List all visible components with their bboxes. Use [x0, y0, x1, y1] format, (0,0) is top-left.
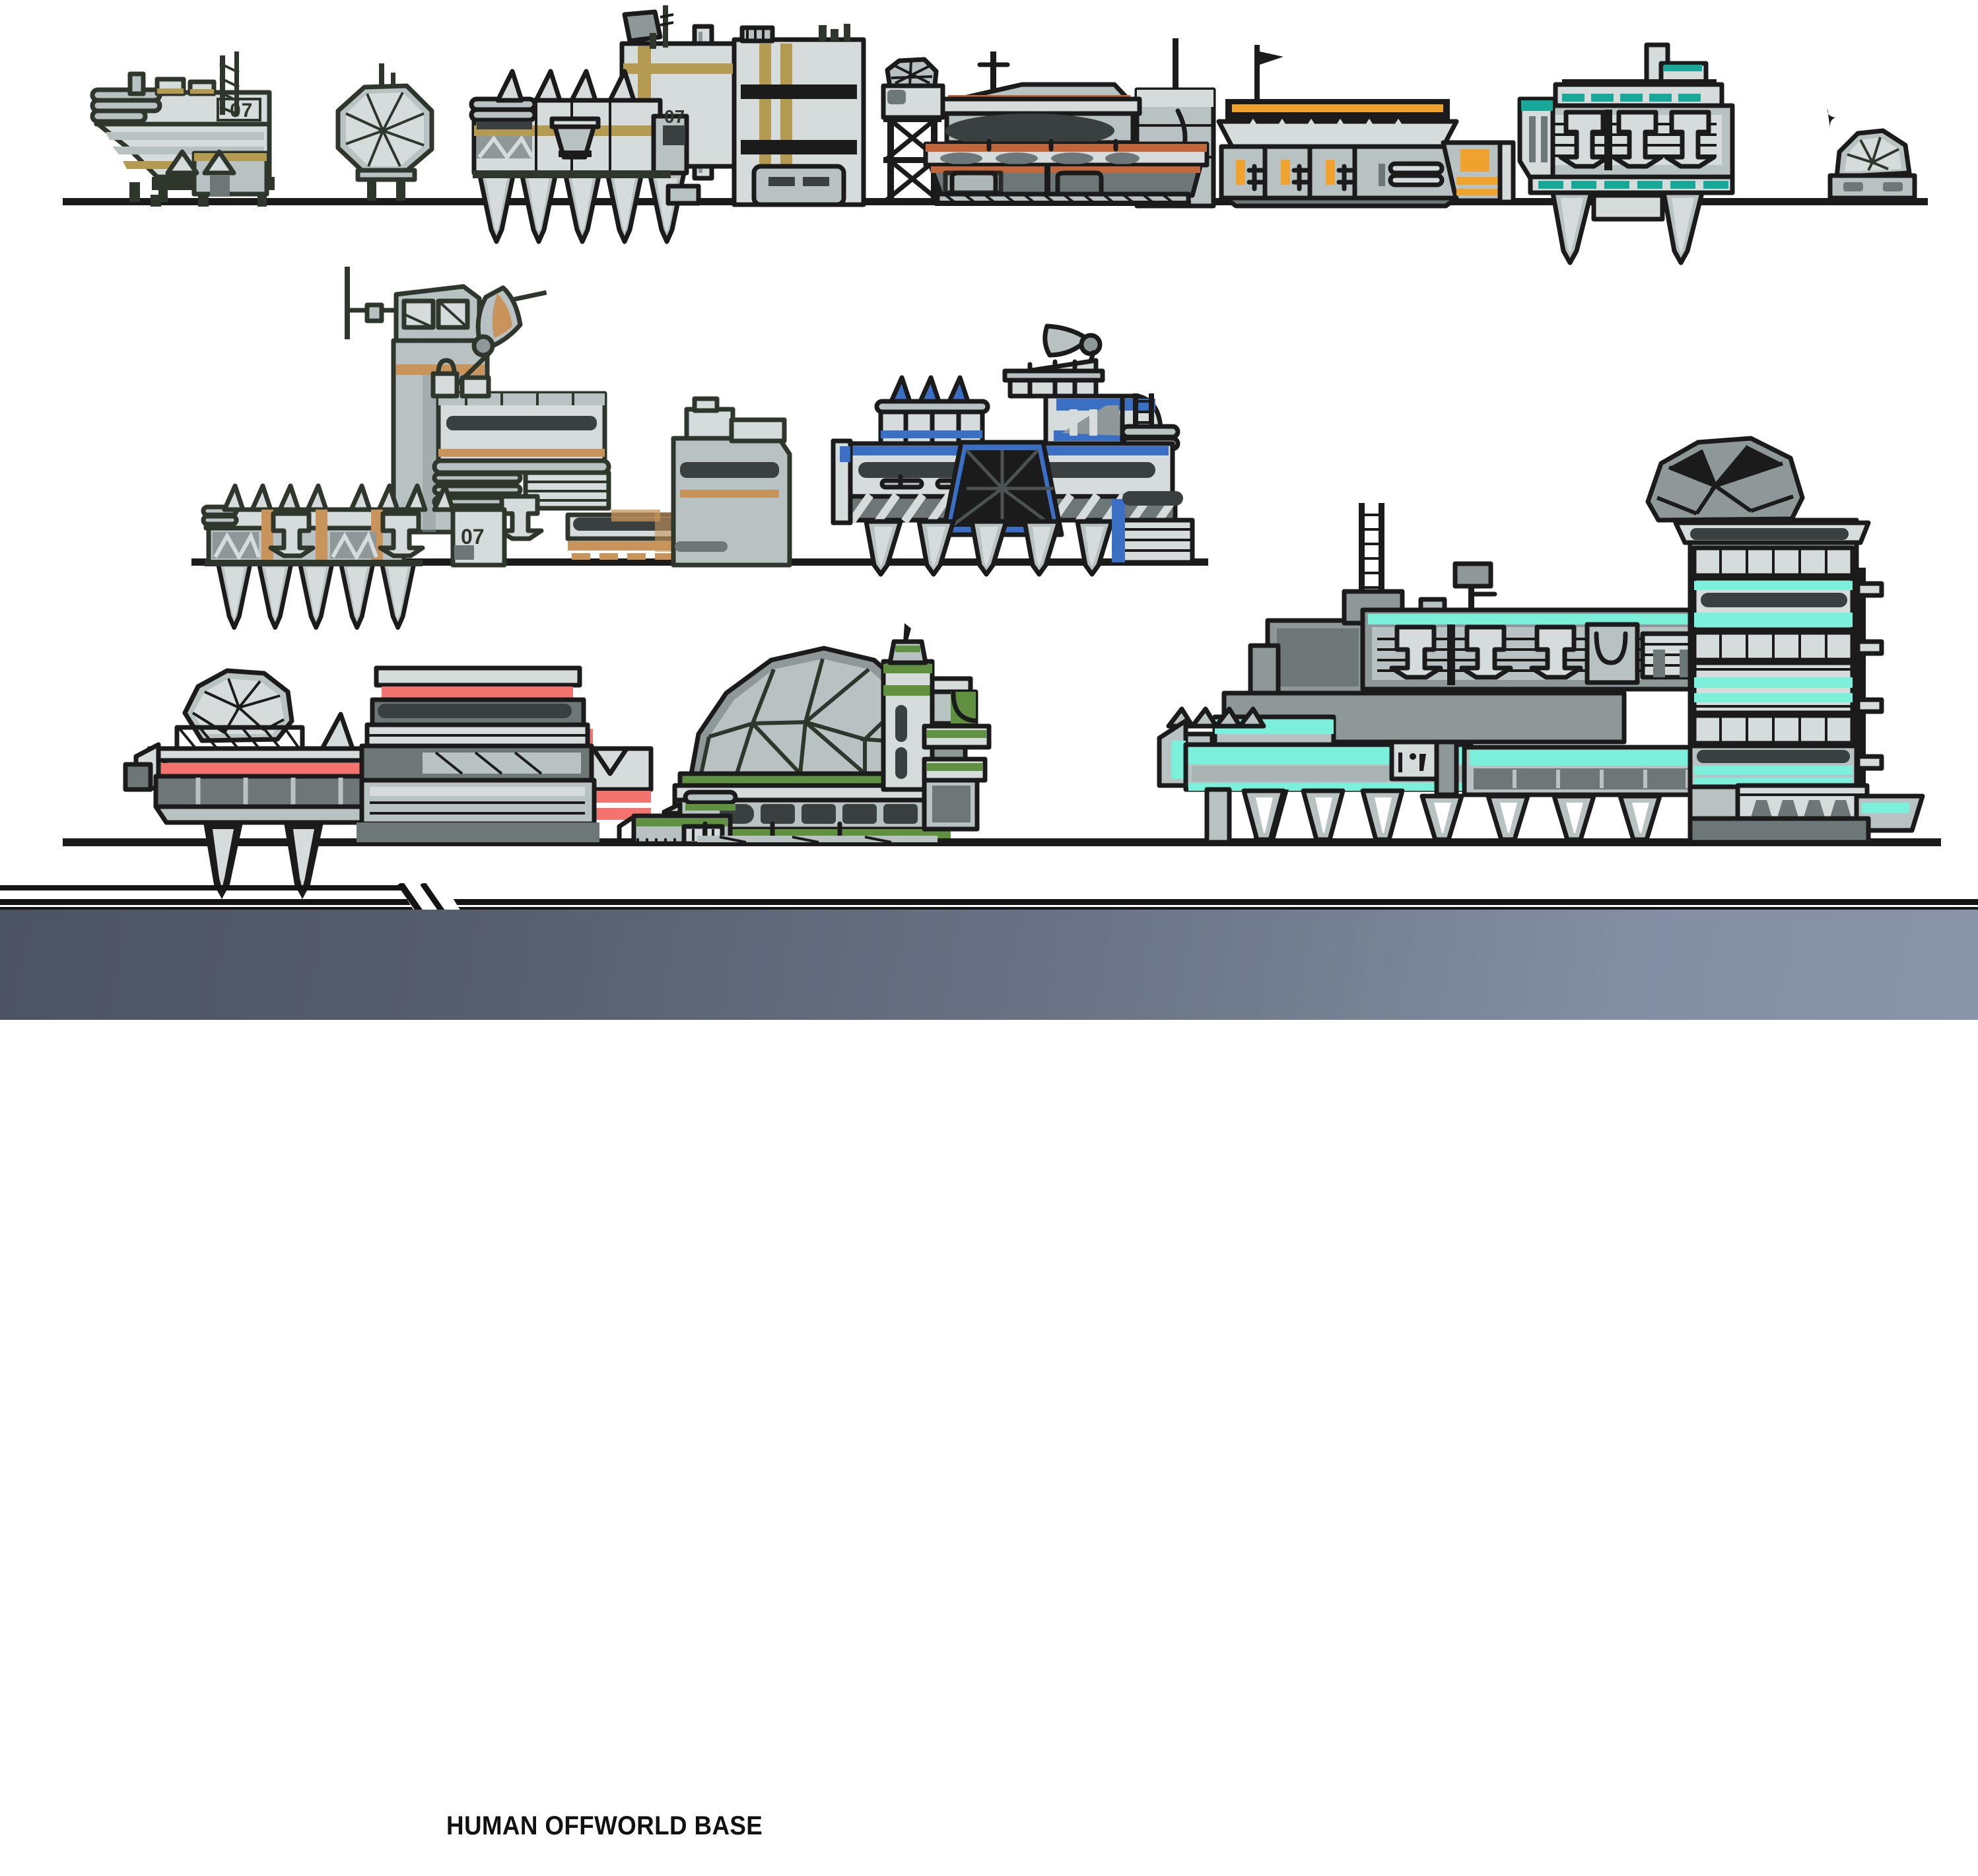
- project-title-plate: PROJECT ELDRIDGE: [100, 1828, 424, 1876]
- row-2-group: 07: [191, 267, 1208, 628]
- svg-text:07: 07: [230, 100, 253, 121]
- footer-rule-secondary: [0, 907, 1978, 910]
- structure-industrial-processing-block: 07: [469, 5, 866, 242]
- structure-command-deck-module: [923, 38, 1216, 209]
- structure-geodesic-sphere-pod: [335, 63, 434, 201]
- footer-bar: PROJECT ELDRIDGE HUMAN OFFWORLD BASE: [0, 910, 1978, 1875]
- structure-main-colony-megastructure: [1157, 436, 1925, 845]
- structure-landing-pad-module: 07: [90, 51, 275, 207]
- structure-hangar-bay-module: [1216, 45, 1516, 209]
- project-title-text: PROJECT ELDRIDGE: [120, 1837, 362, 1867]
- row-3-group: [63, 436, 1941, 899]
- structure-dome-launch-platform: [123, 665, 654, 899]
- structure-solar-array-research-complex: [831, 323, 1195, 577]
- structure-dome-shelter-hut: [1827, 108, 1917, 201]
- concept-art-sheet: .ol{stroke:#1b1b1b;stroke-width:7;stroke…: [0, 5, 1978, 1875]
- footer-top-rule: [0, 885, 436, 890]
- structure-elevated-transit-platform: [1517, 42, 1735, 265]
- svg-text:07: 07: [461, 525, 485, 549]
- structure-lattice-comms-tower: [881, 57, 945, 202]
- structure-biodome-habitat: [617, 623, 992, 846]
- project-title: PROJECT ELDRIDGE: [120, 1838, 401, 1867]
- brand-logo-square: [42, 1831, 90, 1873]
- sheet-subtitle-text: HUMAN OFFWORLD BASE: [446, 1811, 763, 1840]
- svg-text:07: 07: [664, 106, 685, 127]
- ground-line-row-3: [63, 838, 1941, 846]
- structure-dish-array-command-complex: 07: [201, 267, 792, 628]
- offworld-base-illustration: .ol{stroke:#1b1b1b;stroke-width:7;stroke…: [63, 5, 1941, 899]
- footer-rule-primary: [0, 899, 1978, 905]
- row-1-group: 07: [63, 5, 1928, 265]
- sheet-subtitle: HUMAN OFFWORLD BASE: [446, 1811, 790, 1841]
